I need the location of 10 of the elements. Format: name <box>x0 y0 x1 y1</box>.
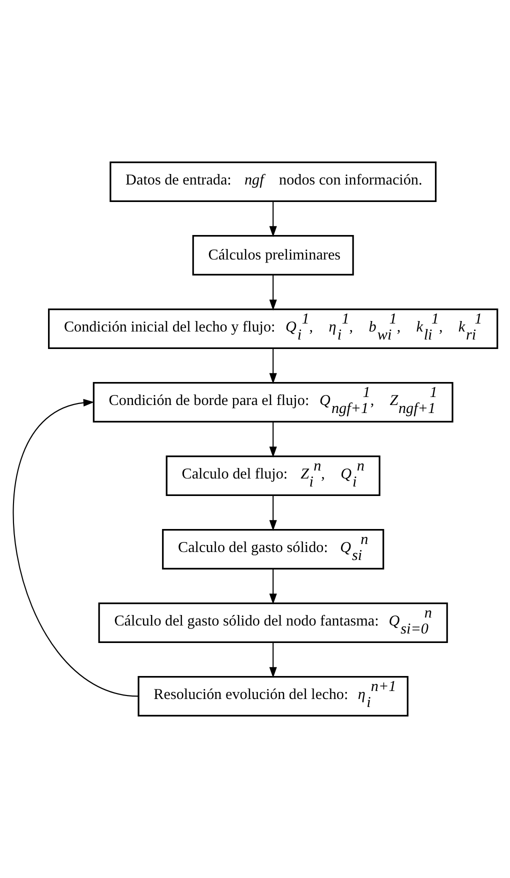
arrow <box>12 398 138 697</box>
node-box: Datos de entrada: ngf nodos con información. <box>110 162 437 202</box>
arrow <box>269 642 277 678</box>
arrow <box>269 569 277 604</box>
arrow <box>269 496 277 531</box>
node-box: Cálculos preliminares <box>192 235 354 276</box>
arrow <box>269 348 277 384</box>
arrow <box>269 202 277 237</box>
arrow <box>269 422 277 458</box>
arrow <box>269 275 277 310</box>
